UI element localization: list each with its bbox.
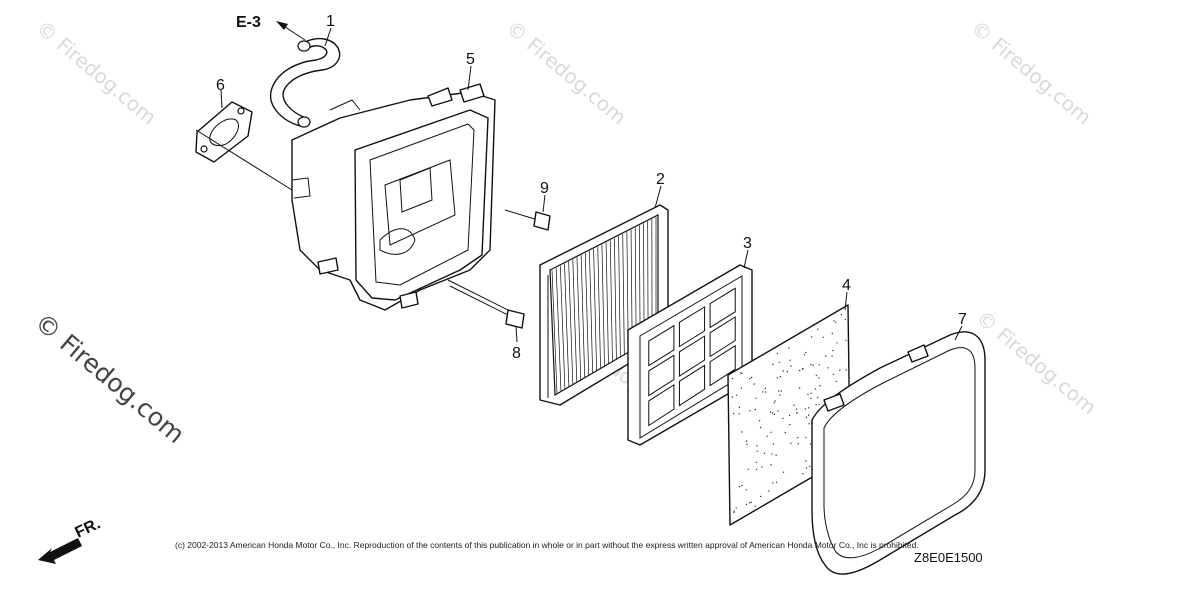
watermark-1: © Firedog.com — [32, 15, 161, 129]
front-direction-label: FR. — [73, 515, 104, 541]
callout-9[interactable]: 9 — [540, 180, 549, 197]
part-air-cleaner-case — [291, 83, 496, 311]
callout-3[interactable]: 3 — [743, 235, 752, 252]
reference-label: E-3 — [236, 14, 261, 31]
callout-8[interactable]: 8 — [512, 345, 521, 362]
watermark-2: © Firedog.com — [502, 15, 631, 129]
callout-7[interactable]: 7 — [958, 311, 967, 328]
part-bolt-long — [447, 279, 525, 329]
diagram-code: Z8E0E1500 — [914, 550, 983, 565]
front-direction-arrow — [38, 538, 82, 564]
part-bolt-short — [504, 209, 551, 231]
reference-arrow — [276, 21, 306, 41]
part-breather-tube — [269, 37, 341, 128]
part-air-cleaner-cover — [811, 331, 986, 575]
copyright-notice: (c) 2002-2013 American Honda Motor Co., … — [175, 540, 919, 550]
callout-2[interactable]: 2 — [656, 171, 665, 188]
watermark-large: © Firedog.com — [29, 307, 190, 449]
callout-6[interactable]: 6 — [216, 77, 225, 94]
callout-1[interactable]: 1 — [326, 13, 335, 30]
callout-4[interactable]: 4 — [842, 277, 851, 294]
watermark-5: © Firedog.com — [972, 305, 1101, 419]
leader-lines — [195, 27, 963, 343]
callout-5[interactable]: 5 — [466, 51, 475, 68]
watermark-3: © Firedog.com — [967, 15, 1096, 129]
part-gasket — [195, 101, 253, 163]
